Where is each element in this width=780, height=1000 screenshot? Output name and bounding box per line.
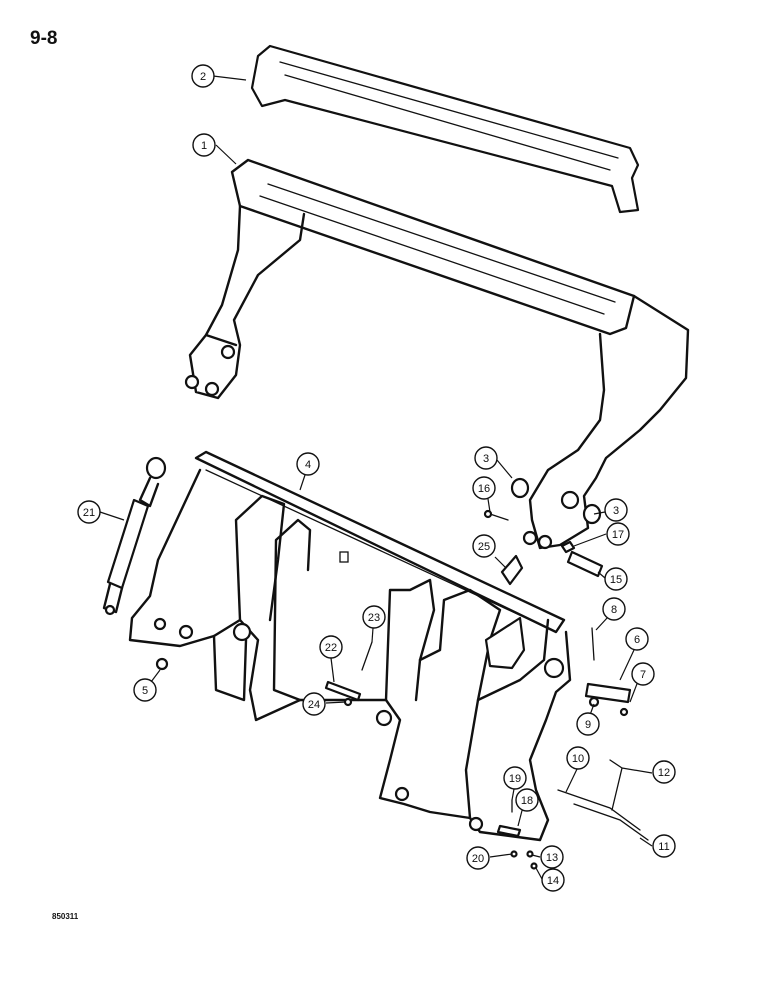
svg-text:12: 12 — [658, 767, 670, 779]
part-17-pin — [560, 540, 576, 554]
svg-text:10: 10 — [572, 753, 584, 765]
callout-11: 11 — [652, 834, 676, 858]
part-22-pin — [324, 680, 362, 702]
part-5-fitting — [155, 657, 169, 671]
svg-text:4: 4 — [305, 459, 311, 471]
svg-text:18: 18 — [521, 795, 533, 807]
part-25-plate — [500, 554, 524, 586]
svg-text:2: 2 — [200, 71, 206, 83]
svg-text:17: 17 — [612, 529, 624, 541]
part-4-bucket-frame — [128, 450, 572, 842]
svg-text:19: 19 — [509, 773, 521, 785]
callout-9: 9 — [576, 712, 600, 736]
part-8-pin — [591, 627, 595, 661]
svg-text:15: 15 — [610, 574, 622, 586]
callout-16: 16 — [472, 476, 496, 500]
figure-code: 850311 — [52, 912, 79, 921]
part-20-nut — [510, 850, 518, 858]
callout-7: 7 — [631, 662, 655, 686]
part-23-bolt — [361, 641, 373, 671]
callout-2: 2 — [191, 64, 215, 88]
svg-text:25: 25 — [478, 541, 490, 553]
svg-text:9: 9 — [585, 719, 591, 731]
loose-parts — [155, 477, 649, 870]
callout-17: 17 — [606, 522, 630, 546]
part-10-rod — [557, 789, 641, 831]
svg-text:14: 14 — [547, 875, 559, 887]
part-12-pin — [609, 759, 623, 811]
svg-text:6: 6 — [634, 634, 640, 646]
part-2-top-plate — [250, 44, 640, 214]
callout-6: 6 — [625, 627, 649, 651]
part-11-rod — [573, 803, 649, 841]
svg-text:24: 24 — [308, 699, 320, 711]
callout-21: 21 — [77, 500, 101, 524]
callout-8: 8 — [602, 597, 626, 621]
svg-text:8: 8 — [611, 604, 617, 616]
svg-text:7: 7 — [640, 669, 646, 681]
callout-22: 22 — [319, 635, 343, 659]
callout-4: 4 — [296, 452, 320, 476]
callout-18: 18 — [515, 788, 539, 812]
page-number: 9-8 — [30, 28, 58, 49]
part-18-plate — [496, 824, 522, 838]
svg-text:3: 3 — [483, 453, 489, 465]
callout-15: 15 — [604, 567, 628, 591]
callout-20: 20 — [466, 846, 490, 870]
callout-3-right: 3 — [604, 498, 628, 522]
part-1-loader-arms — [184, 158, 690, 550]
callout-19: 19 — [503, 766, 527, 790]
svg-text:5: 5 — [142, 685, 148, 697]
callout-12: 12 — [652, 760, 676, 784]
callout-13: 13 — [540, 845, 564, 869]
svg-text:22: 22 — [325, 642, 337, 654]
part-6-pin — [584, 682, 632, 704]
callout-10: 10 — [566, 746, 590, 770]
svg-text:11: 11 — [658, 841, 669, 853]
svg-text:21: 21 — [83, 507, 95, 519]
part-21-cylinder — [102, 456, 167, 616]
part-3-bushing-right — [582, 503, 602, 525]
callout-25: 25 — [472, 534, 496, 558]
svg-text:20: 20 — [472, 853, 484, 865]
svg-text:13: 13 — [546, 852, 558, 864]
callout-1: 1 — [192, 133, 216, 157]
callout-5: 5 — [133, 678, 157, 702]
part-3-bushing-left — [510, 477, 530, 499]
part-13-washer — [526, 850, 534, 858]
part-16-pin — [489, 513, 509, 521]
part-15-pin — [566, 550, 604, 578]
svg-text:3: 3 — [613, 505, 619, 517]
svg-text:23: 23 — [368, 612, 380, 624]
part-14-bolt — [530, 862, 538, 870]
callout-24: 24 — [302, 692, 326, 716]
callout-23: 23 — [362, 605, 386, 629]
callout-3-left: 3 — [474, 446, 498, 470]
svg-text:16: 16 — [478, 483, 490, 495]
svg-text:1: 1 — [201, 140, 207, 152]
callout-14: 14 — [541, 868, 565, 892]
